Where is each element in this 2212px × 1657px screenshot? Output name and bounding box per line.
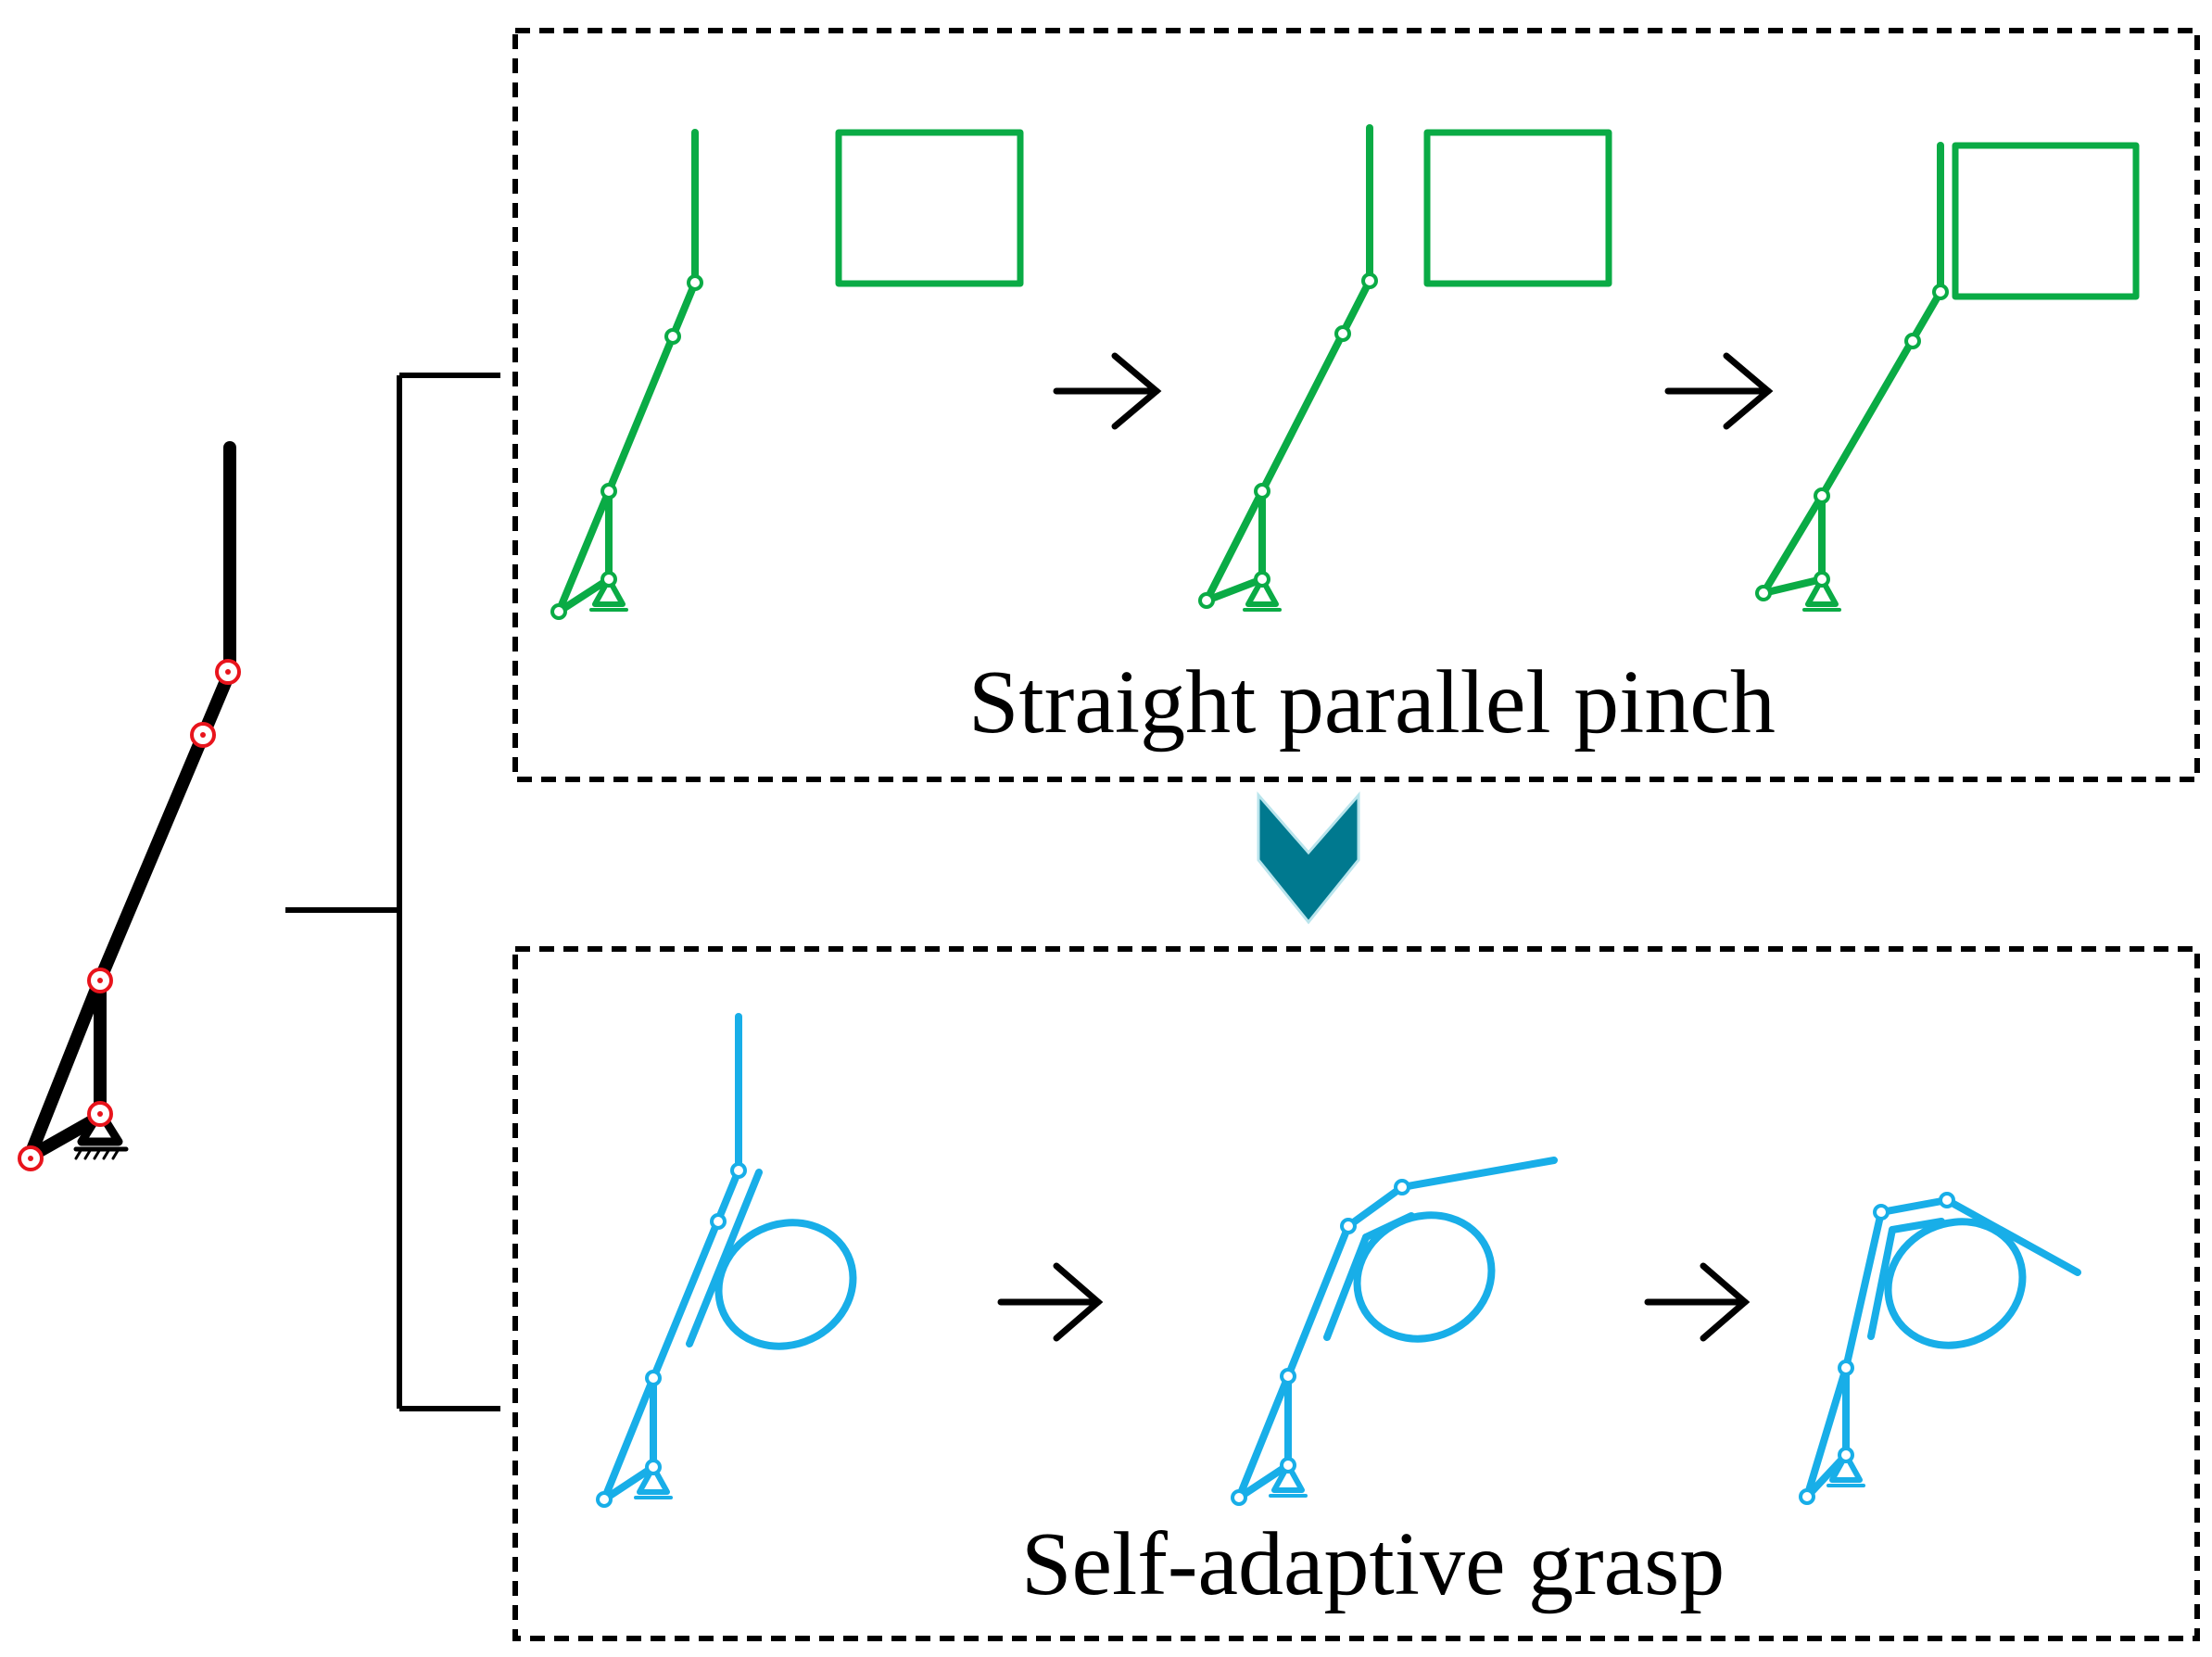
ground-pivot-icon	[1245, 576, 1279, 607]
right-arrow-icon	[997, 1262, 1104, 1342]
right-arrow-icon	[1053, 352, 1162, 430]
mode-bracket	[285, 373, 500, 1411]
ground-pivot-icon	[1829, 1452, 1863, 1483]
object-box	[1423, 129, 1612, 287]
pinch-mode-label: Straight parallel pinch	[968, 652, 1776, 753]
object-circle	[714, 1219, 857, 1350]
pinch-panel-frame	[512, 28, 2200, 782]
ground-pivot-icon	[1805, 576, 1839, 607]
ground-pivot-icon	[592, 576, 626, 607]
pinch-stage-3	[1755, 142, 2140, 612]
object-circle	[1884, 1218, 2027, 1349]
joint-marker	[190, 722, 216, 748]
adaptive-mode	[596, 1013, 2081, 1508]
right-arrow-icon	[1644, 1262, 1751, 1342]
object-box	[1952, 142, 2140, 300]
pinch-arrows	[1053, 352, 1774, 430]
joint-marker	[18, 1145, 44, 1171]
pinch-stage-2	[1198, 124, 1612, 612]
pinch-mode	[550, 124, 2140, 620]
adaptive-stage-1	[596, 1013, 857, 1508]
ground-pivot-icon	[637, 1464, 670, 1495]
joint-marker	[215, 659, 241, 685]
adaptive-stage-3	[1799, 1192, 2081, 1505]
adaptive-stage-2	[1231, 1157, 1558, 1506]
right-arrow-icon	[1664, 352, 1774, 430]
adaptive-arrows	[997, 1262, 1751, 1342]
adaptive-panel-frame	[512, 946, 2200, 1641]
joint-marker	[87, 968, 113, 993]
joint-marker	[87, 1101, 113, 1127]
chevron-down-icon	[1257, 791, 1360, 925]
base-finger-mechanism	[23, 441, 236, 1163]
adaptive-mode-label: Self-adaptive grasp	[1021, 1514, 1725, 1614]
pinch-stage-1	[550, 129, 1024, 620]
joint-markers	[18, 659, 241, 1171]
ground-pivot-icon	[1271, 1462, 1305, 1493]
object-box	[835, 129, 1024, 287]
